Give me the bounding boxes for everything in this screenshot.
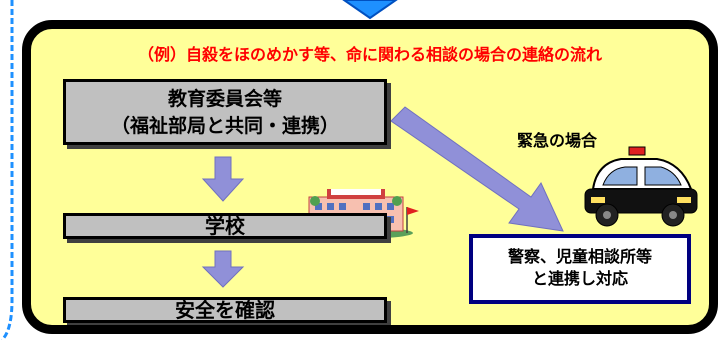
flow-panel: （例）自殺をほのめかす等、命に関わる相談の場合の連絡の流れ [22, 20, 718, 334]
diagonal-arrow [390, 106, 564, 232]
down-arrow-2 [201, 250, 245, 288]
education-board-title: 教育委員会等 [167, 88, 282, 110]
down-arrow-1 [201, 156, 245, 202]
emergency-label: 緊急の場合 [517, 131, 598, 150]
police-coordination-box: 警察、児童相談所等 と連携し対応 [469, 234, 691, 304]
flow-heading: （例）自殺をほのめかす等、命に関わる相談の場合の連絡の流れ [137, 45, 602, 64]
safety-check-box: 安全を確認 [63, 297, 387, 323]
police-line-1: 警察、児童相談所等 [507, 247, 652, 266]
police-car-icon [584, 146, 698, 227]
police-line-2: と連携し対応 [531, 269, 628, 288]
education-board-subtitle: （福祉部局と共同・連携） [110, 115, 339, 137]
education-board-box: 教育委員会等 （福祉部局と共同・連携） [63, 79, 387, 145]
left-dashed-border [0, 0, 14, 340]
school-box: 学校 [63, 213, 387, 239]
top-arrow [342, 0, 398, 20]
